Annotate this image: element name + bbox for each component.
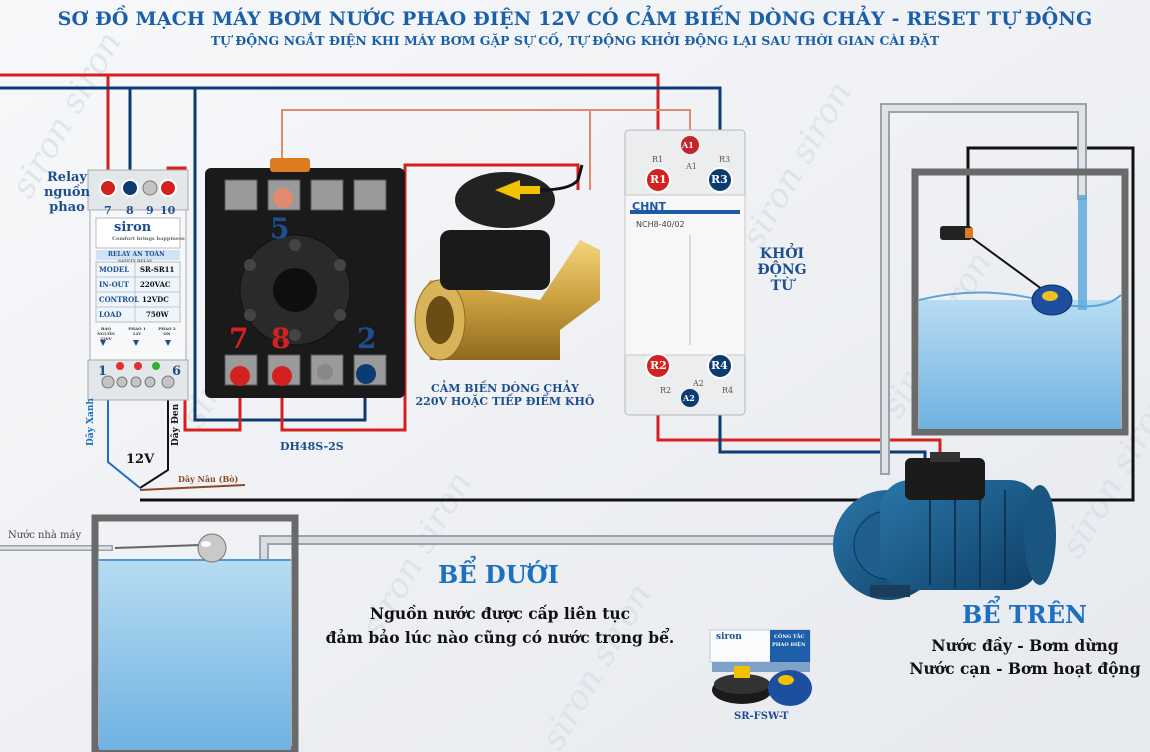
badge-r4: R4: [711, 359, 728, 372]
product-box-text-2: PHAO ĐIỆN: [772, 642, 806, 648]
indicator-float2: PHAO 2 ON: [158, 326, 176, 336]
wire-green-label: Dây Xanh: [86, 398, 96, 446]
spec-model-value: SR-SR11: [140, 265, 175, 274]
socket-pin-8: 8: [271, 322, 291, 355]
contactor-model: NCH8-40/02: [636, 220, 685, 229]
wire-pink-socket5: [281, 109, 691, 192]
indicator-float1: PHAO 1 12V: [128, 326, 146, 336]
badge-r2: R2: [650, 359, 667, 372]
spec-inout-key: IN-OUT: [99, 280, 129, 289]
spec-inout-value: 220VAC: [140, 280, 171, 289]
upper-tank: [911, 168, 1129, 436]
wire-navy-socket2: [193, 88, 367, 422]
spec-model-key: MODEL: [99, 265, 130, 274]
spec-load-value: 750W: [146, 310, 169, 319]
spec-load-key: LOAD: [99, 310, 122, 319]
relay-terminal-9: 9: [146, 204, 154, 217]
socket-pin-7: 7: [229, 322, 249, 355]
page-title: SƠ ĐỒ MẠCH MÁY BƠM NƯỚC PHAO ĐIỆN 12V CÓ…: [57, 8, 1093, 30]
timer-socket-label: DH48S-2S: [280, 440, 344, 453]
terminal-label-r1: R1: [652, 155, 664, 164]
lower-tank-desc-2: đảm bảo lúc nào cũng có nước trong bể.: [325, 628, 675, 647]
upper-tank-desc-2: Nước cạn - Bơm hoạt động: [909, 659, 1141, 678]
terminal-label-r4: R4: [722, 386, 734, 395]
terminal-label-r3: R3: [719, 155, 731, 164]
badge-a1-top: A1: [682, 140, 694, 150]
contactor-brand: CHNT: [632, 200, 666, 213]
wire-brown: [139, 484, 246, 491]
upper-tank-desc-1: Nước đầy - Bơm dừng: [931, 636, 1119, 655]
inlet-label: Nước nhà máy: [8, 530, 82, 541]
badge-r3: R3: [711, 173, 728, 186]
relay-brand: siron: [114, 220, 152, 235]
indicator-power: BÁO NGUỒN 220V: [97, 326, 115, 341]
product-image: [709, 629, 812, 706]
contactor-label: KHỞI ĐỘNG TỪ: [757, 246, 807, 294]
wire-brown-label: Dây Nâu (Bò): [178, 474, 239, 484]
socket-pin-2: 2: [357, 322, 377, 355]
spec-control-key: CONTROL: [99, 295, 140, 304]
relay-name-sub: SAFETY RELAY: [118, 258, 153, 263]
socket-pin-5: 5: [270, 212, 290, 245]
wire-blue-relay1: [107, 380, 141, 489]
flow-sensor: [414, 164, 600, 361]
wire-black-relay6: [139, 380, 169, 489]
contactor: [624, 129, 746, 416]
terminal-label-a2: A2: [693, 379, 704, 388]
product-brand: siron: [716, 632, 742, 642]
relay-brand-sub: Comfort brings happiness: [112, 236, 185, 242]
pump: [833, 452, 1056, 600]
relay-terminal-1: 1: [98, 364, 108, 379]
terminal-label-r2: R2: [660, 386, 672, 395]
badge-a2-bottom: A2: [683, 393, 695, 403]
pump-terminal-box: [905, 458, 985, 500]
product-box-text-1: CÔNG TẮC: [774, 634, 805, 640]
lower-tank-desc-1: Nguồn nước được cấp liên tục: [369, 604, 631, 623]
lower-tank: [91, 514, 299, 752]
relay-float-label: Relay nguồn phao: [43, 170, 91, 215]
relay-terminal-6: 6: [172, 364, 182, 379]
badge-r1: R1: [650, 173, 667, 186]
terminal-label-a1: A1: [686, 162, 697, 171]
spec-control-value: 12VDC: [142, 295, 169, 304]
ball-valve-arm: [114, 544, 201, 549]
relay-terminal-10: 10: [160, 204, 176, 217]
relay-terminal-7: 7: [104, 204, 112, 217]
product-model: SR-FSW-T: [734, 711, 789, 722]
ball-float-icon: [197, 533, 227, 563]
safety-relay: [87, 169, 189, 401]
voltage-label: 12V: [126, 452, 155, 467]
flow-sensor-label: CẢM BIẾN DÒNG CHẢY 220V HOẶC TIẾP ĐIỂM K…: [415, 382, 595, 408]
lower-tank-title: BỂ DƯỚI: [438, 560, 559, 589]
timer-socket: [205, 158, 405, 398]
relay-terminal-8: 8: [126, 204, 134, 217]
wire-black-label: Dây Đen: [171, 403, 181, 446]
water-stream: [1078, 195, 1087, 310]
page-subtitle: TỰ ĐỘNG NGẮT ĐIỆN KHI MÁY BƠM GẶP SỰ CỐ,…: [210, 33, 940, 48]
relay-name: RELAY AN TOÀN: [108, 251, 165, 258]
float-weight-icon: [940, 226, 972, 240]
upper-tank-title: BỂ TRÊN: [962, 600, 1087, 629]
